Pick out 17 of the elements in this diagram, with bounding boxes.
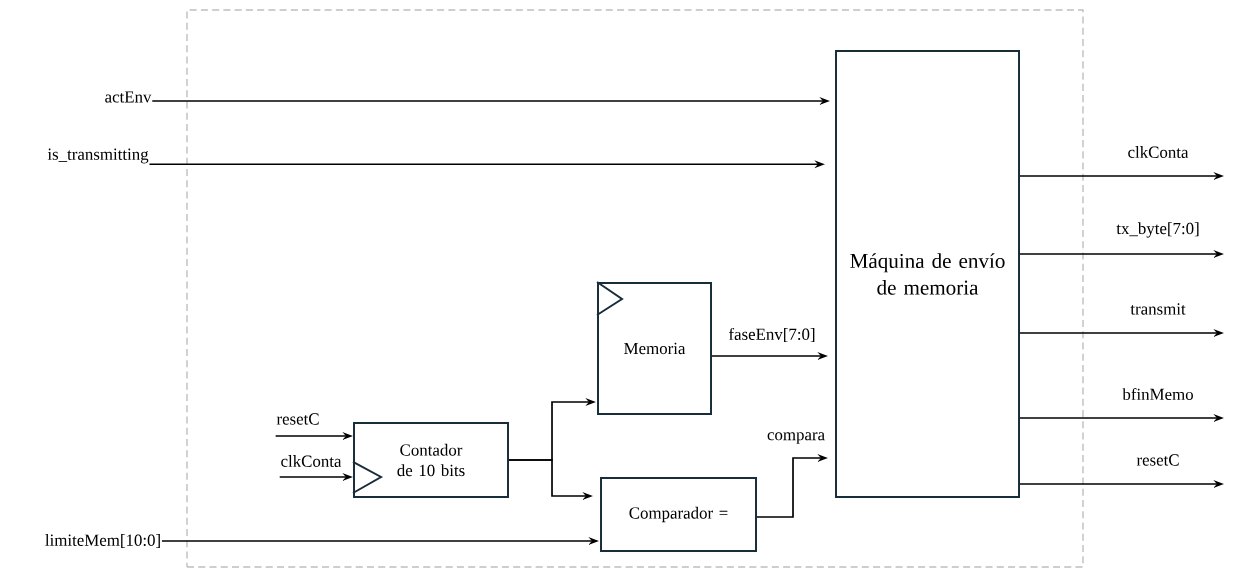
counter-block: Contador de 10 bits xyxy=(352,422,509,498)
signal-label: tx_byte[7:0] xyxy=(1116,222,1199,238)
signal-name: actEnv xyxy=(105,91,152,103)
signal-name: clkConta xyxy=(281,455,342,467)
state-machine-block: Máquina de envío de memoria xyxy=(835,50,1020,498)
signal-label: resetC xyxy=(1136,454,1179,466)
signal-name: limiteMem[10:0] xyxy=(45,534,160,548)
signal-label: compara xyxy=(767,432,825,444)
signal-label: clkConta xyxy=(1128,146,1189,158)
signal-label: transmit xyxy=(1130,303,1186,315)
signal-label: faseEnv[7:0] xyxy=(728,327,815,343)
frame-border xyxy=(186,9,1084,568)
memory-block: Memoria xyxy=(596,281,712,415)
signal-name: is_transmitting xyxy=(47,148,149,164)
signal-label: bfinMemo xyxy=(1122,388,1193,400)
comparator-block: Comparador = xyxy=(600,477,757,552)
signal-name: resetC xyxy=(276,413,319,425)
